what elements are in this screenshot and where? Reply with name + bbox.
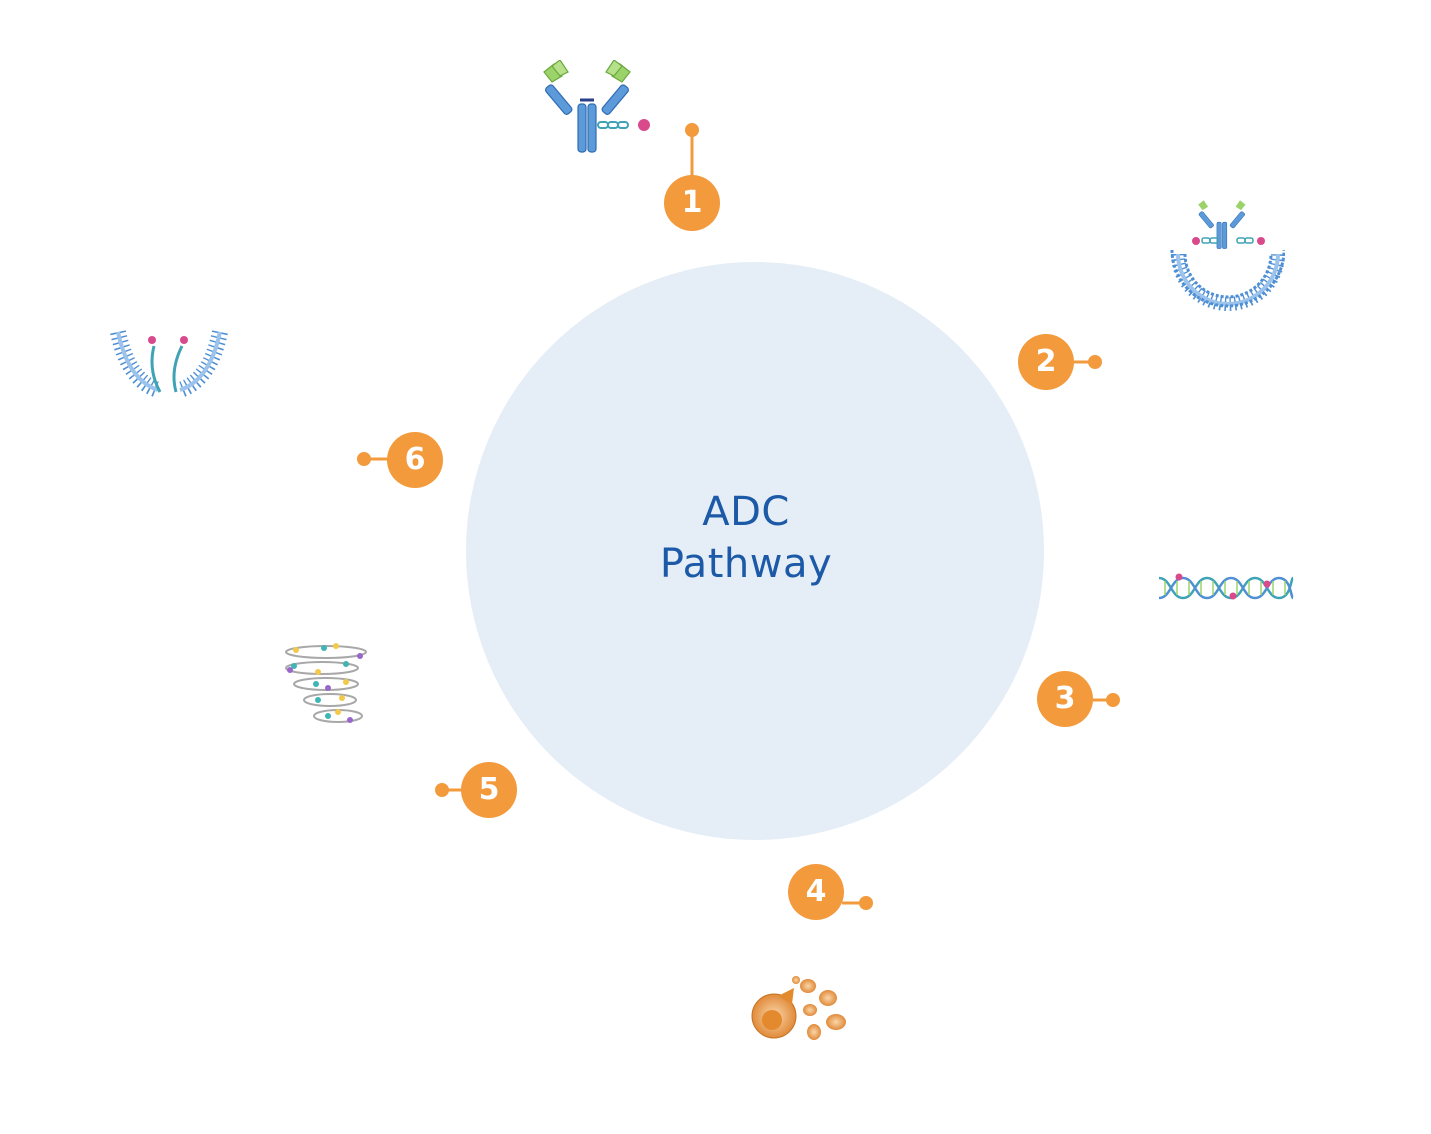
step-badge-2[interactable]: 2	[1018, 334, 1074, 390]
center-label: ADC Pathway	[466, 486, 1026, 590]
antibody-drug-conjugate-icon	[543, 60, 650, 153]
connector-dot-3	[1106, 693, 1120, 707]
adc-binding-cell-membrane-icon	[1170, 200, 1285, 311]
step-badge-4[interactable]: 4	[788, 864, 844, 920]
center-label-line1: ADC	[702, 489, 790, 535]
center-label-line2: Pathway	[659, 541, 833, 587]
connector-dot-4	[859, 896, 873, 910]
step-badge-3[interactable]: 3	[1037, 671, 1093, 727]
step-badge-5[interactable]: 5	[461, 762, 517, 818]
step-badge-6[interactable]: 6	[387, 432, 443, 488]
center-circle	[466, 262, 1044, 840]
cell-apoptosis-icon	[751, 976, 846, 1040]
payload-release-membrane-icon	[110, 330, 228, 398]
step-badge-1[interactable]: 1	[664, 175, 720, 231]
connector-dot-5	[435, 783, 449, 797]
microtubule-disruption-icon	[285, 643, 367, 723]
connector-dot-2	[1088, 355, 1102, 369]
connector-dot-1	[685, 123, 699, 137]
connector-dot-6	[357, 452, 371, 466]
dna-helix-icon	[1158, 573, 1295, 600]
